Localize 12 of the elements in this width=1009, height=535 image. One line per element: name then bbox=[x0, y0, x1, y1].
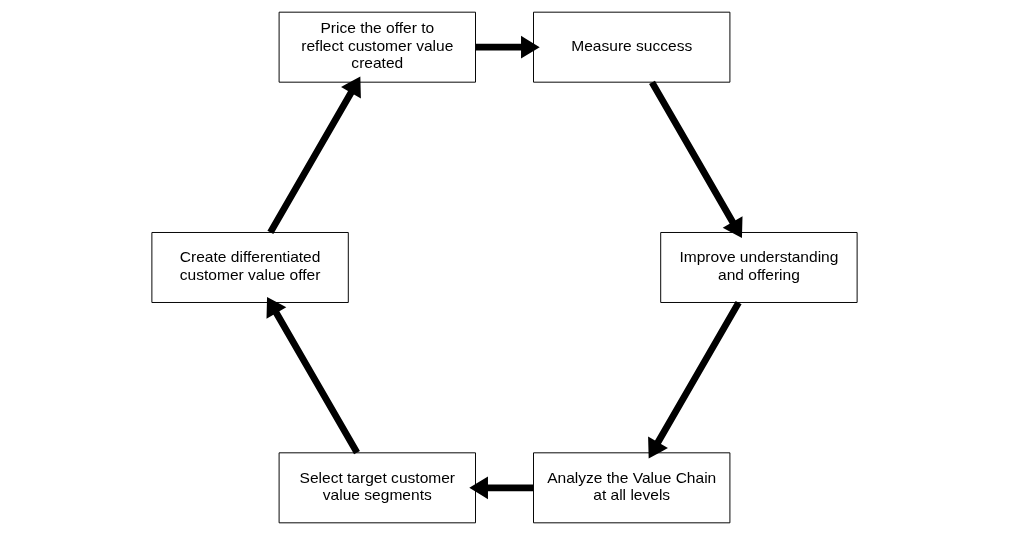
node-box: Select target customer value segments bbox=[278, 452, 476, 524]
arrow bbox=[266, 296, 360, 455]
node-box: Analyze the Value Chain at all levels bbox=[533, 452, 731, 524]
node-box: Create differentiated customer value offer bbox=[151, 232, 349, 303]
node-box: Improve understanding and offering bbox=[660, 232, 858, 303]
node-box: Price the offer to reflect customer value created bbox=[278, 11, 476, 83]
arrow bbox=[475, 35, 540, 59]
arrow bbox=[649, 80, 743, 239]
arrow bbox=[469, 476, 534, 500]
arrow bbox=[648, 300, 742, 459]
arrow bbox=[267, 76, 361, 235]
node-box: Measure success bbox=[533, 11, 731, 83]
